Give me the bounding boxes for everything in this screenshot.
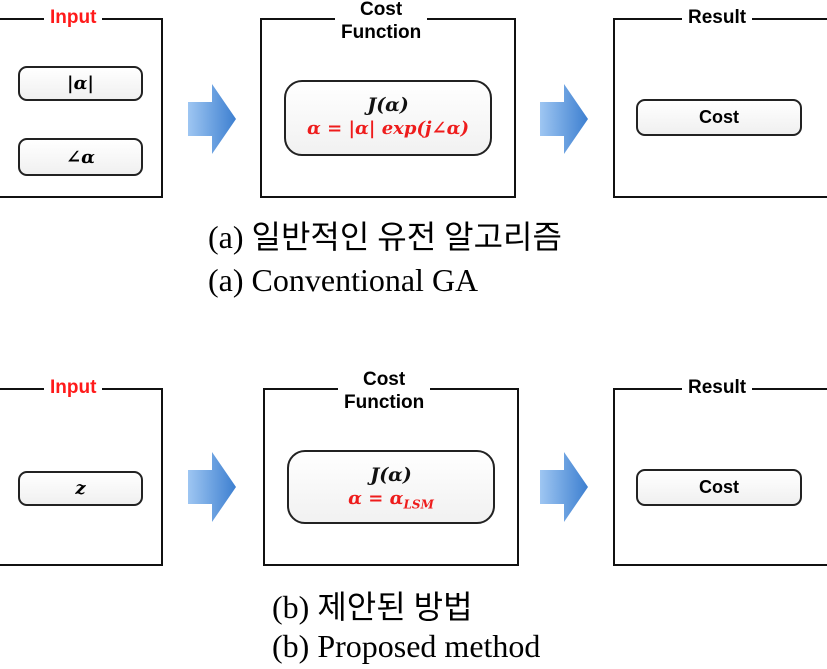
input-title-a: Input — [44, 6, 103, 29]
input-item-magnitude: |α| — [18, 66, 143, 101]
input-item-phase: ∠α — [18, 138, 143, 176]
cost-function-title-a: Cost Function — [335, 0, 428, 44]
caption-english-a: (a) Conventional GA — [208, 262, 479, 298]
arrow-right-icon — [188, 84, 236, 154]
arrow-right-icon — [540, 84, 588, 154]
cost-line-1: J(α) — [367, 94, 409, 116]
caption-english-b: (b) Proposed method — [272, 628, 541, 664]
caption-korean-b: (b) 제안된 방법 — [272, 589, 473, 625]
input-item-z: z — [18, 471, 143, 506]
cost-function-formula-b: J(α) α = αLSM — [287, 450, 495, 524]
cost-function-title-b: Cost Function — [338, 368, 431, 414]
input-title-b: Input — [44, 376, 103, 399]
arrow-right-icon — [540, 452, 588, 522]
cost-line-1: J(α) — [370, 464, 412, 486]
cost-line-2: α = αLSM — [348, 488, 434, 512]
result-item-a: Cost — [636, 99, 802, 136]
result-item-b: Cost — [636, 469, 802, 506]
result-title-a: Result — [682, 6, 753, 29]
caption-korean-a: (a) 일반적인 유전 알고리즘 — [208, 219, 562, 255]
cost-line-2: α = |α| exp(j∠α) — [307, 118, 469, 139]
arrow-right-icon — [188, 452, 236, 522]
cost-function-formula-a: J(α) α = |α| exp(j∠α) — [284, 80, 492, 156]
result-title-b: Result — [682, 376, 753, 399]
